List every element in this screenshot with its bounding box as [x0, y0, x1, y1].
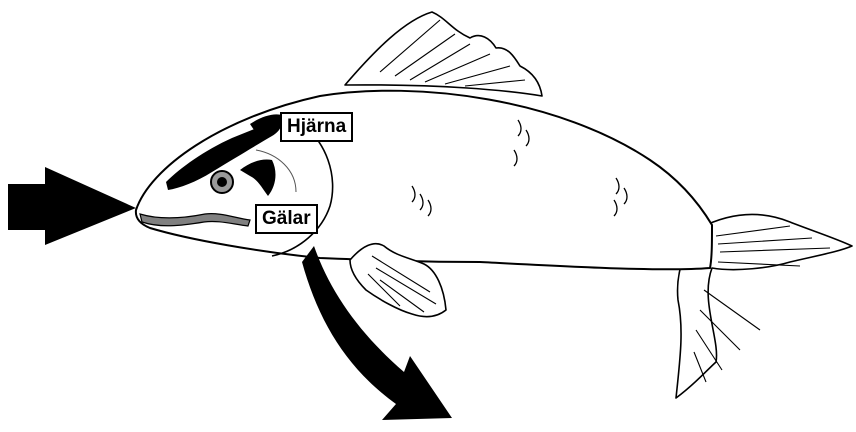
eye [211, 171, 233, 193]
dorsal-fin [345, 12, 542, 96]
water-inflow-arrow-icon [8, 167, 136, 245]
brain-label: Hjärna [280, 112, 353, 142]
gills-label: Gälar [255, 204, 318, 234]
